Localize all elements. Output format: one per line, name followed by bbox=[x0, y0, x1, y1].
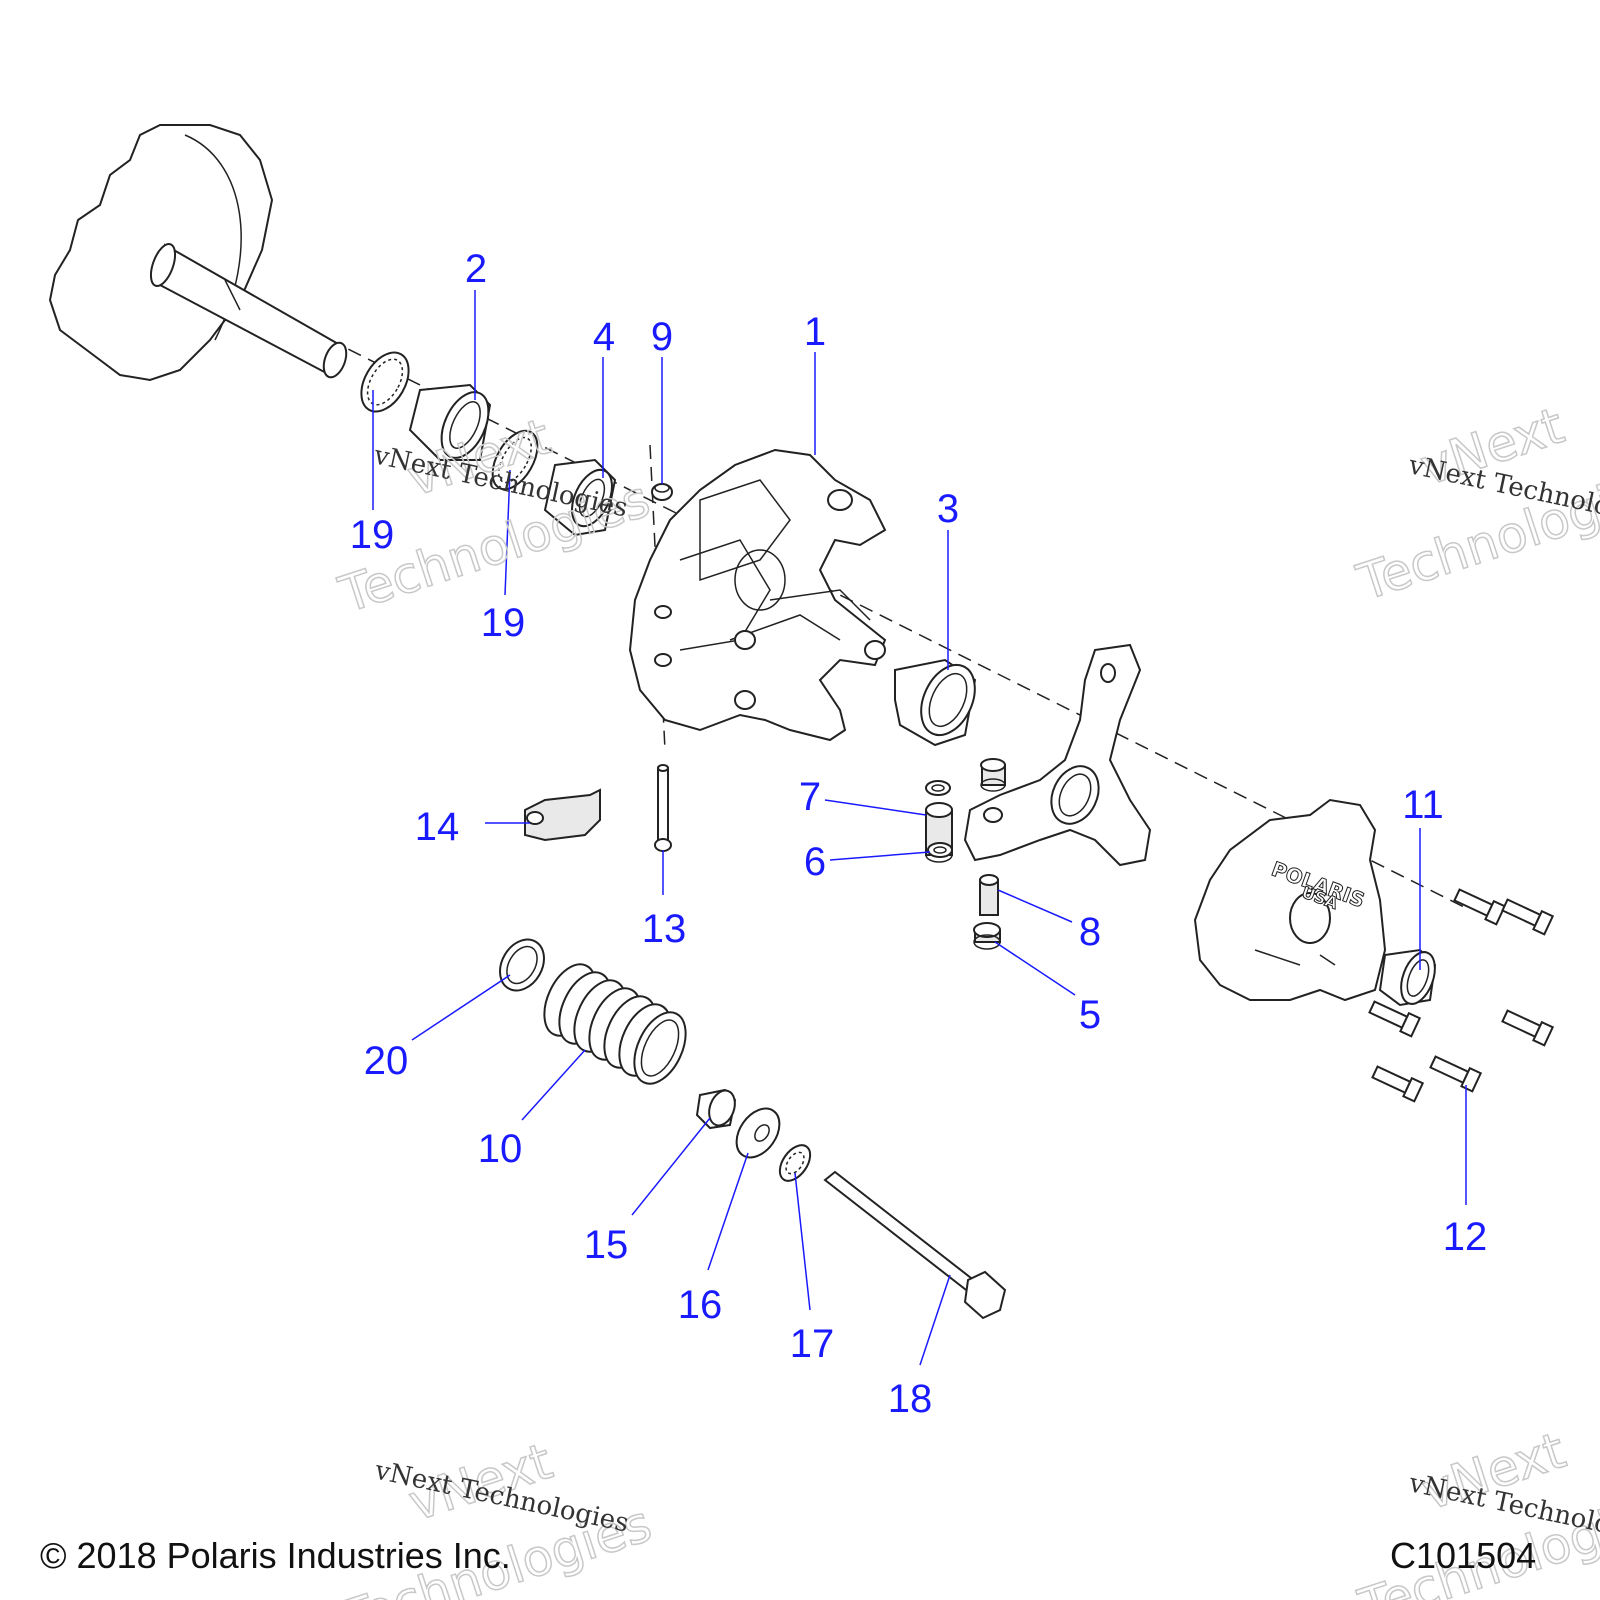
cover-plate: POLARIS USA bbox=[1193, 798, 1387, 1002]
callout-20: 20 bbox=[364, 1039, 409, 1083]
callout-9: 9 bbox=[651, 315, 673, 359]
cap-part-9 bbox=[651, 483, 673, 501]
callout-19a: 19 bbox=[350, 513, 395, 557]
callout-10: 10 bbox=[478, 1127, 523, 1171]
snap-ring-left bbox=[360, 351, 410, 413]
bushing-part-4 bbox=[543, 458, 617, 537]
cover-bolts-part-12 bbox=[1368, 888, 1555, 1103]
spider bbox=[963, 643, 1152, 867]
pin-part-8 bbox=[979, 874, 999, 916]
button-part-5 bbox=[973, 922, 1001, 950]
callout-3: 3 bbox=[937, 487, 959, 531]
callout-7: 7 bbox=[799, 775, 821, 819]
leader-16 bbox=[707, 1152, 749, 1271]
callout-2: 2 bbox=[465, 247, 487, 291]
callout-6: 6 bbox=[804, 840, 826, 884]
bushing-part-3 bbox=[894, 658, 977, 747]
callout-19b: 19 bbox=[481, 601, 526, 645]
callout-labels: 2 4 9 1 3 19 19 7 6 8 5 11 12 13 14 20 1… bbox=[350, 247, 1488, 1421]
washer-part-16 bbox=[735, 1107, 781, 1159]
weight-arm-part-14 bbox=[524, 788, 601, 842]
copyright-text: © 2018 Polaris Industries Inc. bbox=[40, 1535, 511, 1576]
leader-15 bbox=[631, 1117, 711, 1216]
leader-7 bbox=[824, 799, 927, 816]
leader-10 bbox=[521, 1049, 586, 1121]
washer-part-20 bbox=[499, 938, 545, 992]
leader-18 bbox=[919, 1274, 951, 1366]
bushing-part-2 bbox=[408, 383, 492, 461]
callout-1: 1 bbox=[804, 310, 826, 354]
leader-17 bbox=[794, 1172, 811, 1311]
bushing-part-15 bbox=[695, 1088, 737, 1130]
leader-8 bbox=[997, 889, 1073, 923]
bushing-part-11 bbox=[1378, 948, 1437, 1007]
callout-13: 13 bbox=[642, 907, 687, 951]
leader-20 bbox=[411, 974, 511, 1041]
callout-17: 17 bbox=[790, 1322, 835, 1366]
figure-code: C101504 bbox=[1390, 1535, 1537, 1576]
callout-5: 5 bbox=[1079, 993, 1101, 1037]
washer-part-6 bbox=[927, 842, 953, 858]
callout-12: 12 bbox=[1443, 1215, 1488, 1259]
spring-part-10 bbox=[543, 963, 687, 1085]
callout-15: 15 bbox=[584, 1223, 629, 1267]
callout-8: 8 bbox=[1079, 910, 1101, 954]
callout-16: 16 bbox=[678, 1283, 723, 1327]
leader-6 bbox=[829, 851, 931, 861]
leader-19b bbox=[504, 469, 511, 596]
washer-top bbox=[925, 780, 951, 796]
movable-sheave-part-1 bbox=[628, 448, 887, 742]
fixed-sheave bbox=[48, 124, 348, 382]
callout-18: 18 bbox=[888, 1377, 933, 1421]
leader-lines bbox=[372, 290, 1467, 1366]
lock-washer-part-17 bbox=[778, 1144, 812, 1182]
leader-5 bbox=[994, 941, 1076, 996]
callout-11: 11 bbox=[1402, 783, 1444, 827]
spider-roller bbox=[980, 758, 1006, 792]
snap-ring-middle bbox=[491, 429, 539, 491]
pin-part-13 bbox=[654, 764, 672, 852]
callout-4: 4 bbox=[593, 315, 615, 359]
callout-14: 14 bbox=[415, 805, 460, 849]
bolt-part-18 bbox=[823, 1170, 1007, 1320]
